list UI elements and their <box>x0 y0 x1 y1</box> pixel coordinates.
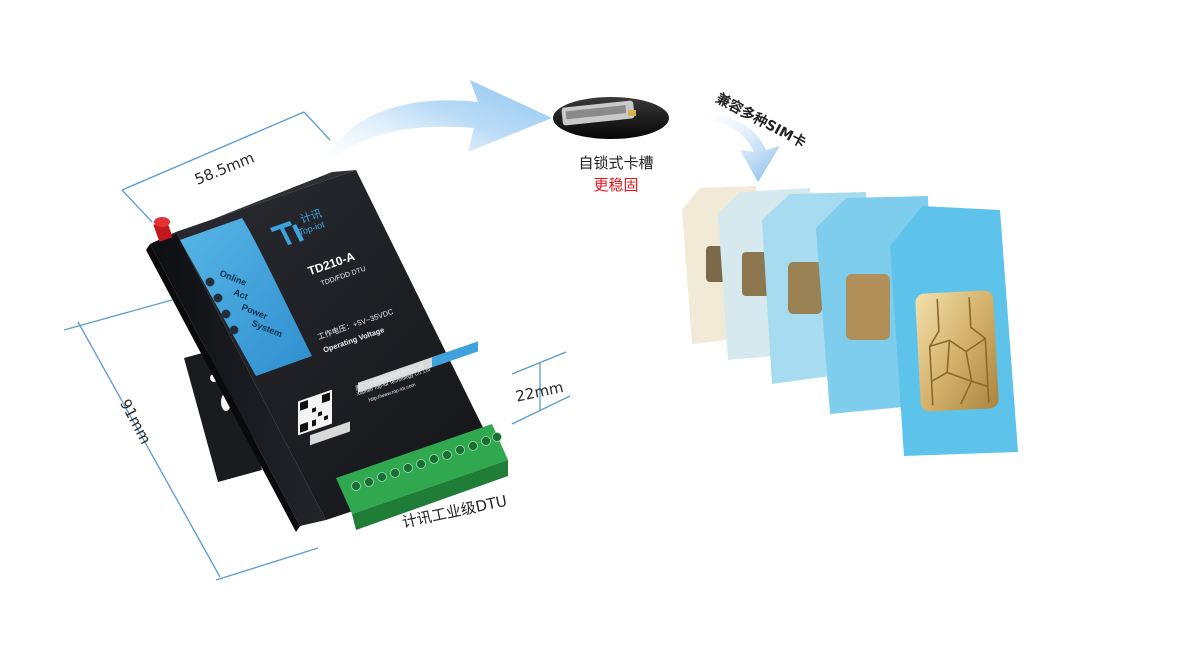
slot-caption-text: 自锁式卡槽 <box>578 154 654 172</box>
sim-slot <box>553 97 669 139</box>
device-side <box>150 232 326 526</box>
terminal-block <box>336 424 508 530</box>
sim-card-5 <box>890 206 1018 456</box>
slot-caption: 自锁式卡槽 更稳固 <box>556 152 676 195</box>
arrow-to-slot <box>318 80 552 172</box>
slot-highlight-text: 更稳固 <box>593 176 639 194</box>
terminal-label-strip <box>310 341 478 446</box>
qr-code <box>298 389 332 436</box>
top-iot-logo-mark <box>270 221 304 245</box>
led-indicators <box>205 277 239 335</box>
antenna-connector <box>153 217 173 242</box>
arrow-to-sims <box>690 113 780 182</box>
device-blue-panel <box>180 218 312 376</box>
dimension-lines <box>63 111 571 581</box>
